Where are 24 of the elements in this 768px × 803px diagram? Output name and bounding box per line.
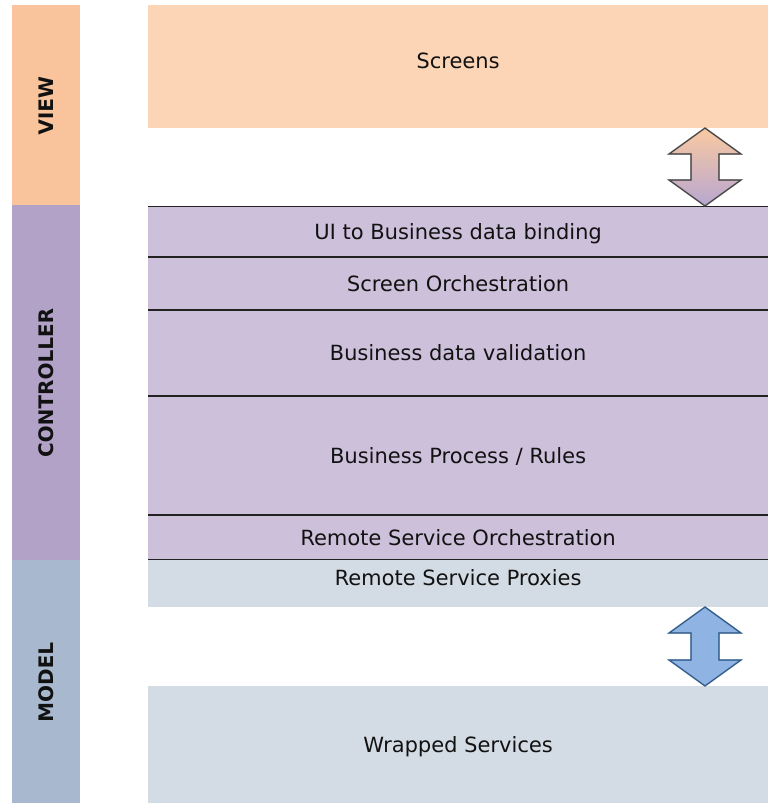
layer-title: VIEW <box>34 76 58 134</box>
layer-box <box>148 686 768 803</box>
layer-band <box>12 205 80 560</box>
layer-label: Wrapped Services <box>363 732 553 756</box>
double-arrow <box>666 606 744 687</box>
layer-box <box>148 5 768 128</box>
layer-box <box>148 310 768 396</box>
layer-box <box>148 206 768 257</box>
layer-band <box>12 560 80 803</box>
layer-label: UI to Business data binding <box>314 220 602 244</box>
layer-box <box>148 396 768 515</box>
layer-label: Business data validation <box>330 341 586 365</box>
layer-label: Business Process / Rules <box>330 444 586 468</box>
layer-band <box>12 5 80 205</box>
layer-title: CONTROLLER <box>34 308 58 457</box>
layer-title: MODEL <box>34 642 58 722</box>
layer-label: Remote Service Orchestration <box>300 526 616 550</box>
layer-box <box>148 560 768 607</box>
layer-box <box>148 257 768 310</box>
double-arrow <box>666 127 744 207</box>
layer-label: Screen Orchestration <box>346 272 570 296</box>
layer-label: Screens <box>416 49 500 73</box>
layer-box <box>148 515 768 560</box>
layer-label: Remote Service Proxies <box>334 566 582 590</box>
